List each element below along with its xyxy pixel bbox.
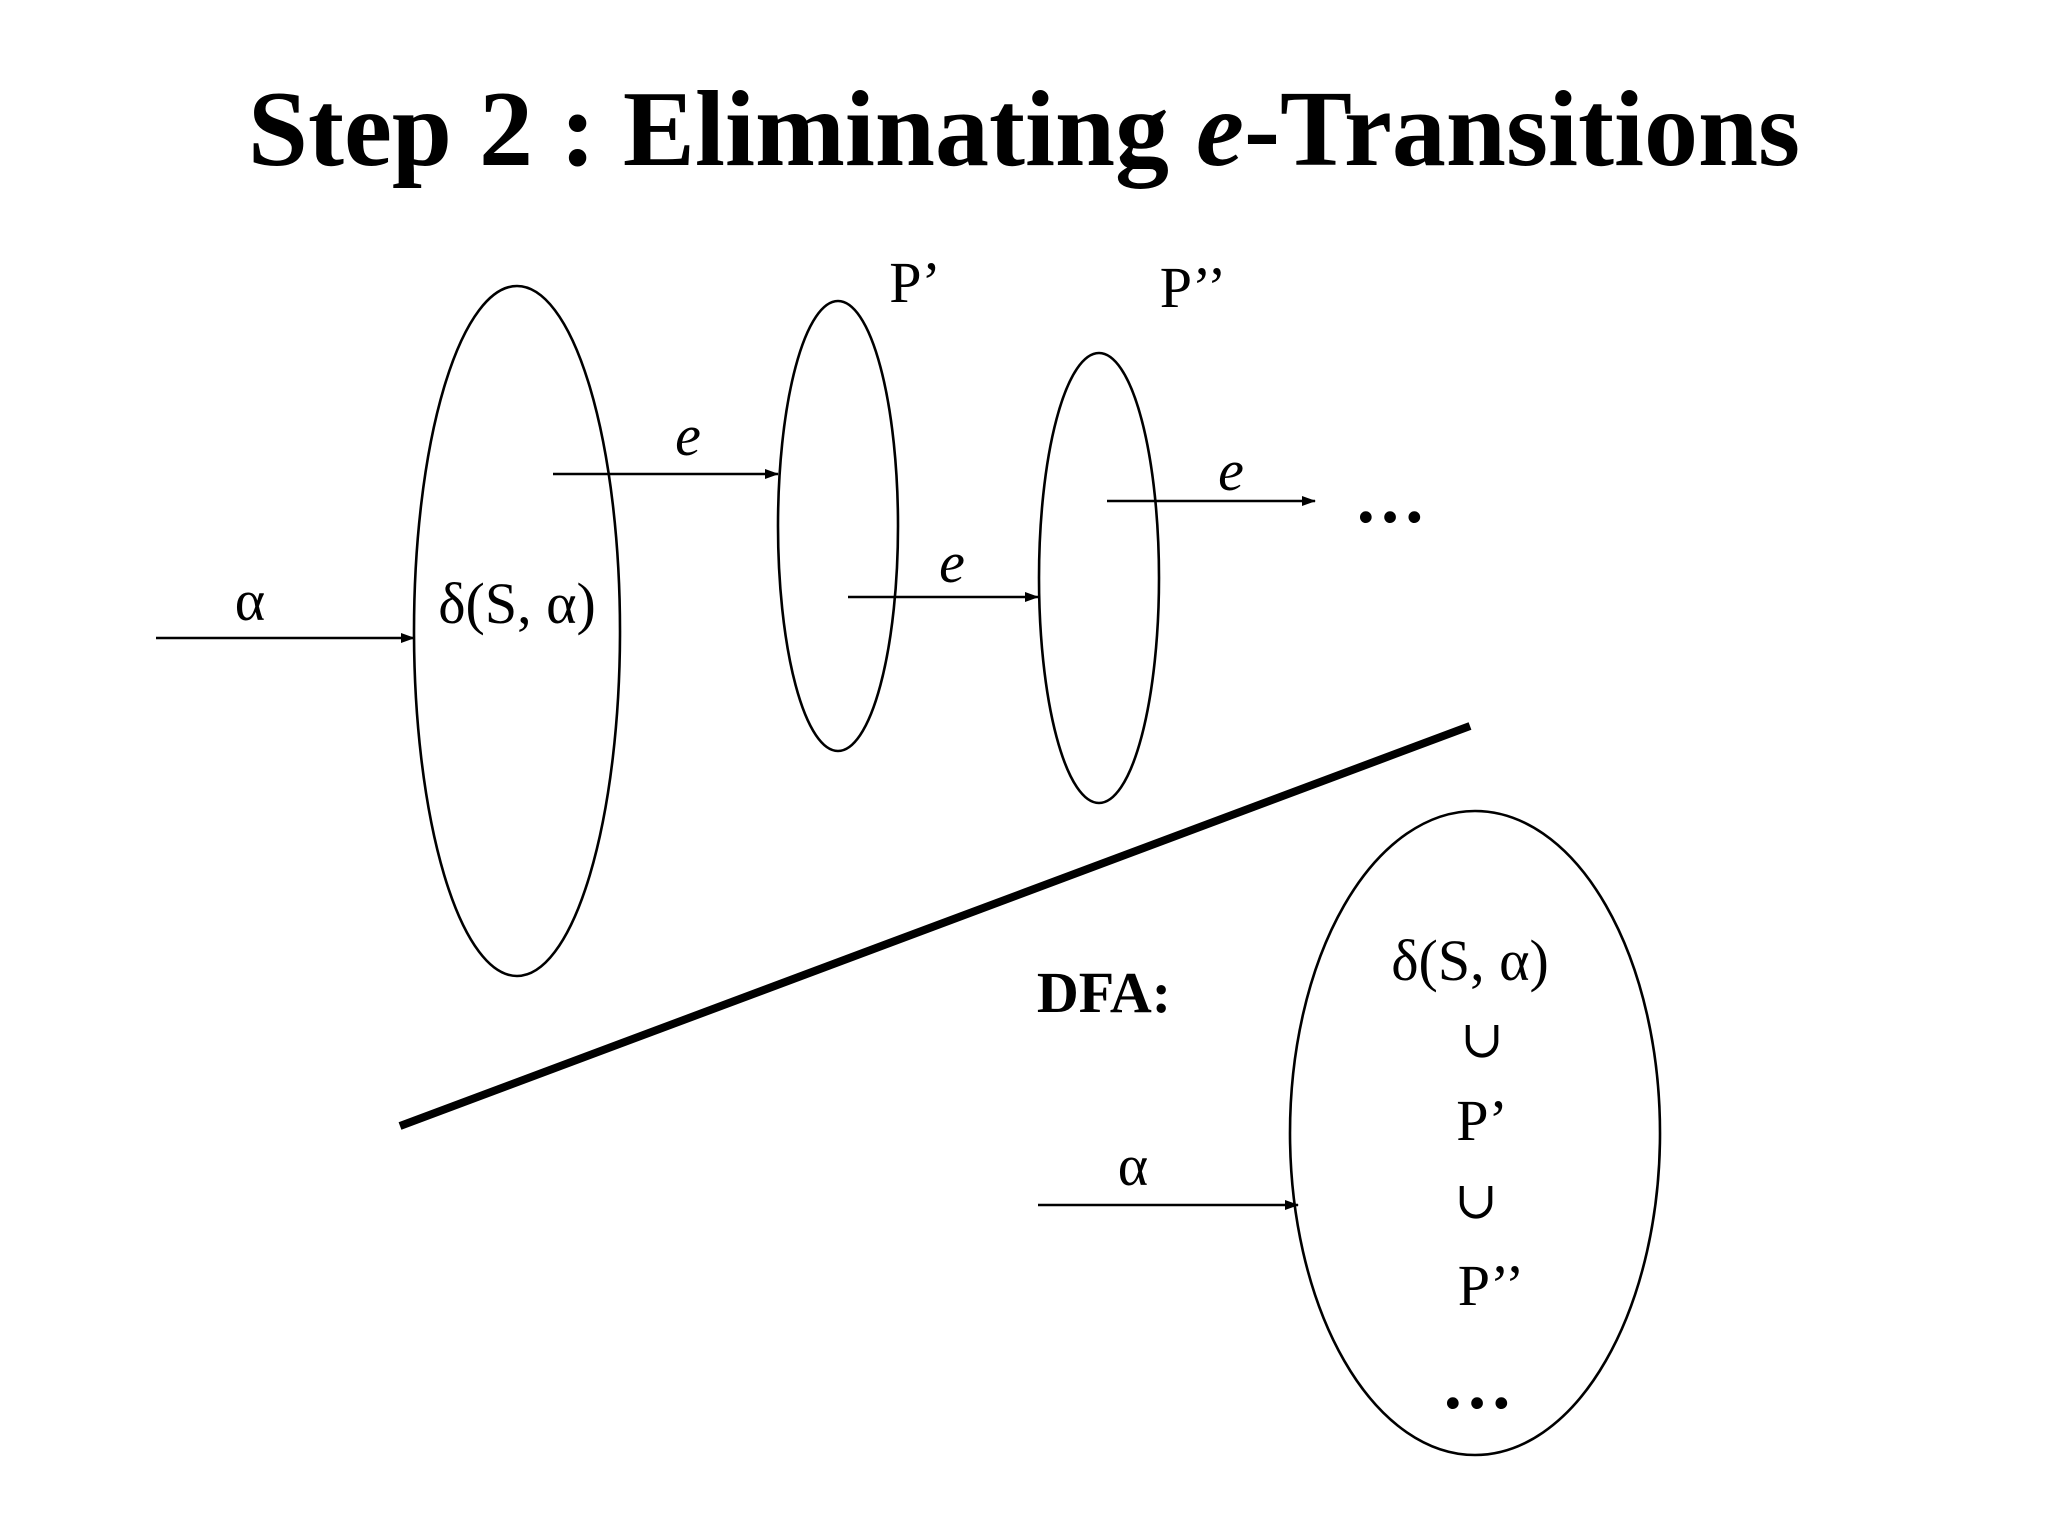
p2-ellipse (1037, 351, 1161, 805)
title-suffix: -Transitions (1244, 70, 1800, 189)
e-edge-2-label: e (939, 530, 965, 595)
e-edge-3-label: e (1218, 438, 1244, 503)
nfa-input-label: α (235, 568, 265, 633)
dfa-label: DFA: (1037, 960, 1171, 1025)
p1-label: P’ (889, 250, 941, 315)
dfa-union-symbol-1: ∪ (1460, 1012, 1504, 1069)
title-prefix: Step 2 : Eliminating (248, 70, 1196, 189)
divider-line (398, 722, 1472, 1130)
dfa-state-ellipse (1288, 809, 1662, 1457)
dfa-input-label: α (1118, 1133, 1148, 1198)
start-set-ellipse (412, 284, 622, 978)
dfa-state-line-p1: P’ (1456, 1088, 1508, 1153)
dfa-diagram: DFA: α δ(S, α) ∪ P’ ∪ P’’ … (1037, 809, 1662, 1457)
dfa-state-line-p2: P’’ (1458, 1253, 1525, 1318)
e-edge-1-label: e (675, 403, 701, 468)
page-title: Step 2 : Eliminating e-Transitions (248, 70, 1800, 189)
title-italic-e: e (1196, 70, 1244, 189)
nfa-diagram: δ(S, α) α P’ P’’ e e e … (156, 250, 1426, 978)
dfa-state-ellipsis: … (1441, 1344, 1513, 1424)
dfa-state-line-1: δ(S, α) (1391, 928, 1549, 993)
nfa-ellipsis: … (1354, 458, 1426, 538)
p2-label: P’’ (1160, 255, 1227, 320)
start-set-label: δ(S, α) (438, 571, 596, 636)
dfa-union-symbol-2: ∪ (1454, 1173, 1498, 1230)
p1-ellipse (776, 299, 900, 753)
